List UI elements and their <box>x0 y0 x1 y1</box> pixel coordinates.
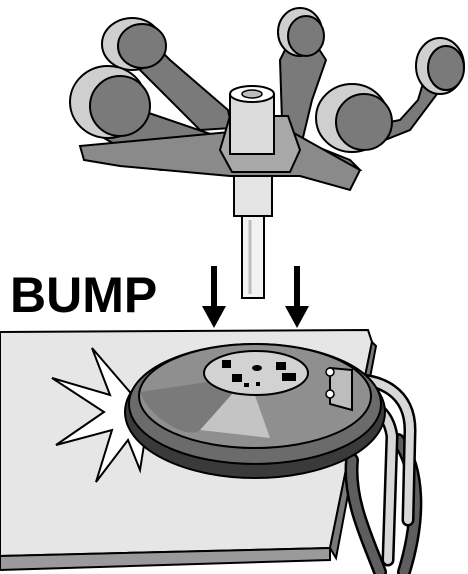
spindle-icon <box>234 176 272 298</box>
mounting-bracket-icon <box>125 344 385 478</box>
bump-label: BUMP <box>10 267 157 323</box>
gas-cylinder-icon <box>230 86 274 154</box>
